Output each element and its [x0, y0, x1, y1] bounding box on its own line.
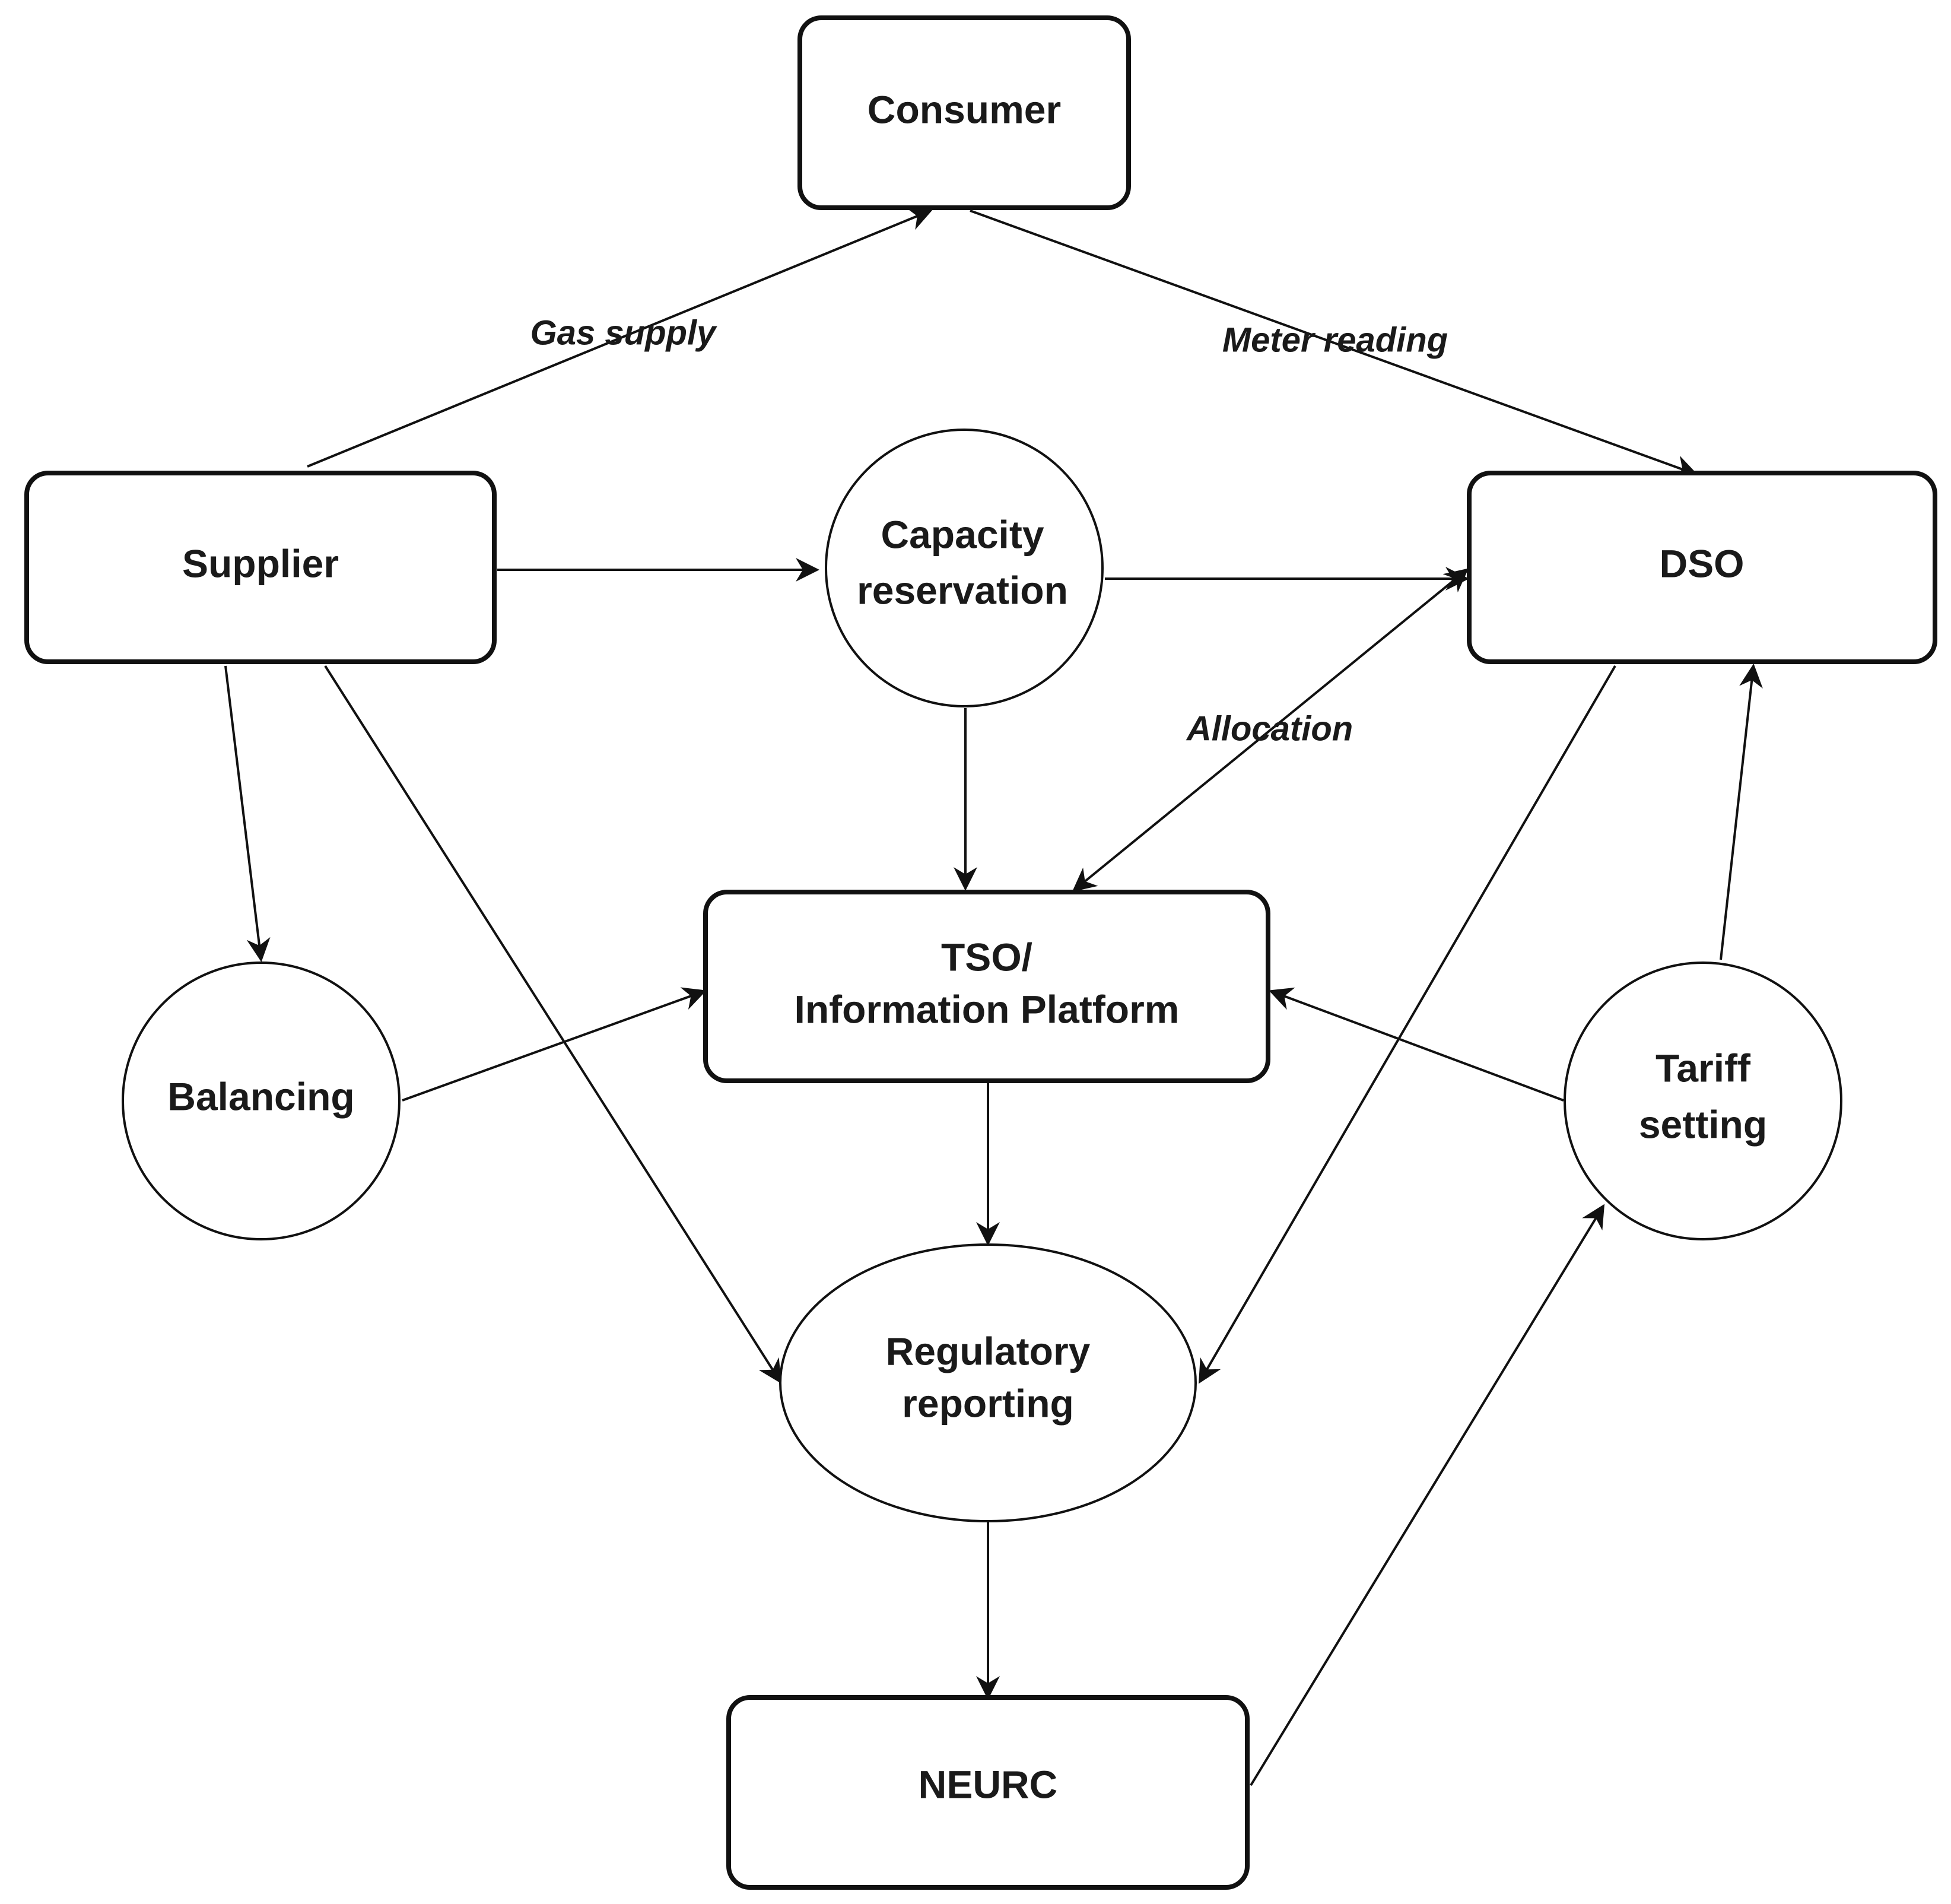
node-tso[interactable]: TSO/ Information Platform [703, 890, 1270, 1083]
node-regulatory-label-line2: reporting [902, 1381, 1074, 1425]
edge-tariff-dso [1720, 664, 1763, 960]
edge-tariff-tso [1269, 987, 1564, 1102]
edges [224, 208, 1763, 1786]
node-dso[interactable]: DSO [1467, 471, 1937, 664]
node-balancing[interactable]: Balancing [122, 961, 401, 1240]
node-tariff-setting[interactable]: Tariff setting [1564, 961, 1842, 1240]
node-capacity-label-line1: Capacity [881, 512, 1044, 556]
edge-consumer-dso [970, 210, 1698, 478]
node-consumer-label: Consumer [868, 87, 1061, 131]
edge-neurc-tariff [1250, 1204, 1605, 1786]
node-capacity-label-line2: reservation [857, 568, 1068, 612]
edge-label-gas-supply: Gas supply [530, 313, 717, 352]
node-dso-label: DSO [1659, 541, 1744, 585]
node-consumer[interactable]: Consumer [797, 15, 1131, 210]
node-tariff-label-line2: setting [1639, 1102, 1767, 1146]
edge-dso-tso-allocation [1072, 568, 1469, 892]
node-tso-label-line2: Information Platform [794, 987, 1179, 1031]
node-neurc-label: NEURC [919, 1762, 1058, 1806]
edge-label-meter-reading: Meter reading [1222, 320, 1448, 359]
node-capacity-reservation[interactable]: Capacity reservation [825, 429, 1104, 707]
node-balancing-label: Balancing [167, 1074, 354, 1118]
edge-supplier-regulatory [324, 665, 782, 1384]
node-regulatory-label-line1: Regulatory [886, 1329, 1091, 1373]
edge-supplier-balancing [224, 665, 271, 962]
node-supplier[interactable]: Supplier [24, 471, 497, 664]
node-tso-label-line1: TSO/ [941, 935, 1032, 979]
edge-label-allocation: Allocation [1186, 709, 1353, 748]
edge-supplier-consumer [307, 208, 933, 468]
node-regulatory-reporting[interactable]: Regulatory reporting [779, 1243, 1197, 1522]
node-neurc[interactable]: NEURC [726, 1695, 1250, 1890]
node-supplier-label: Supplier [182, 541, 339, 585]
edge-dso-regulatory [1198, 665, 1616, 1384]
edge-balancing-tso [402, 987, 707, 1102]
node-tariff-label-line1: Tariff [1656, 1046, 1751, 1090]
